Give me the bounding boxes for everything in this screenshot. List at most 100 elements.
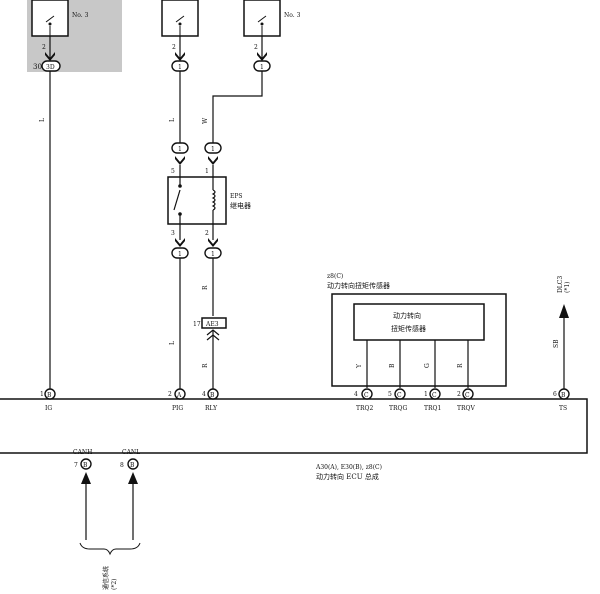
relay-conn-upper-left-label: 1 xyxy=(178,146,182,153)
ecu-pin-pig-num: 2 xyxy=(168,391,172,398)
ecu-pin-ig-letter: B xyxy=(47,392,52,399)
wire-label-W: W xyxy=(202,117,209,124)
relay-conn-upper-right xyxy=(204,142,222,154)
sensor-pin-trqg: 5 C TRQG xyxy=(388,388,407,412)
ecu-pin-ts-name: TS xyxy=(559,405,567,412)
ecu-pin-ts: 6 B TS xyxy=(553,388,570,412)
wire-label-B: B xyxy=(389,363,396,368)
relay-conn-upper-left xyxy=(171,142,189,154)
comm-line2: (*2) xyxy=(111,579,118,591)
ecu-pin-canl: CANL 8 B xyxy=(120,449,140,470)
ecu-pin-rly: 4 B RLY xyxy=(202,388,219,412)
relay-conn-lower-left-label: 1 xyxy=(178,251,182,258)
conn-3d xyxy=(41,60,61,72)
comm-line1: 通信系统 xyxy=(102,566,110,590)
relay-title-2: 继电器 xyxy=(230,201,251,210)
sensor-pin-trqg-num: 5 xyxy=(388,391,392,398)
arrow-up-icon xyxy=(559,304,569,318)
relay-coil-icon xyxy=(211,189,216,211)
sensor-pin-trq1: 1 C TRQ1 xyxy=(424,388,441,412)
ecu-pin-canh: CANH 7 B xyxy=(73,449,92,470)
ecu-box xyxy=(0,398,588,454)
sensor-pin-trqv: 2 C TRQV xyxy=(457,388,475,412)
ecu-pin-ig: 1 B IG xyxy=(40,388,56,412)
sensor-pin-trq1-name: TRQ1 xyxy=(424,405,441,412)
fuse-switch-right-dot xyxy=(260,22,264,26)
ecu-pin-pig-name: PIG xyxy=(172,405,183,412)
ecu-pin-ig-name: IG xyxy=(45,405,52,412)
relay-pin-2: 2 xyxy=(205,230,209,237)
wire-label-G: G xyxy=(424,363,431,368)
sensor-pin-trqg-name: TRQG xyxy=(389,405,407,412)
sensor-header-2: 动力转向扭矩传感器 xyxy=(327,281,390,290)
sensor-pin-trq2: 4 C TRQ2 xyxy=(354,388,373,412)
ecu-pin-ts-num: 6 xyxy=(553,391,557,398)
pin-2-right: 2 xyxy=(254,44,258,51)
chevron-icon xyxy=(175,156,185,165)
ecu-pin-rly-letter: B xyxy=(210,392,215,399)
ecu-pin-rly-name: RLY xyxy=(205,405,218,412)
relay-title-1: EPS xyxy=(230,193,243,200)
fuse-switch-right xyxy=(257,15,267,36)
ae3-num: 17 xyxy=(193,321,201,328)
ecu-pin-ig-num: 1 xyxy=(40,391,44,398)
ecu-pin-rly-num: 4 xyxy=(202,391,206,398)
wire-label-L1: L xyxy=(39,118,46,122)
ecu-pin-canl-letter: B xyxy=(130,462,135,469)
ecu-pin-pig-letter: A xyxy=(176,392,182,399)
chevron-icon xyxy=(175,238,185,247)
ecu-pin-canl-num: 8 xyxy=(120,462,124,469)
sensor-pin-trqv-num: 2 xyxy=(457,391,461,398)
relay-pin-5: 5 xyxy=(171,168,175,175)
relay-conn-upper-right-label: 1 xyxy=(211,146,215,153)
dlc3-line2: (*1) xyxy=(564,282,571,294)
dlc3-line1: DLC3 xyxy=(557,276,564,293)
wire-label-R3: R xyxy=(457,363,464,368)
wire-label-R1: R xyxy=(202,285,209,290)
ae3-connector xyxy=(201,317,227,329)
wire-label-SB: SB xyxy=(553,339,560,348)
chevron-icon xyxy=(45,52,55,61)
conn-3d-label: 3D xyxy=(46,64,55,71)
pin-2-left: 2 xyxy=(42,44,46,51)
ecu-pin-canh-letter: B xyxy=(83,462,88,469)
chevron-icon xyxy=(257,52,267,61)
chevron-icon xyxy=(208,238,218,247)
fuse-switch-mid xyxy=(175,15,185,36)
sensor-pin-trq1-num: 1 xyxy=(424,391,428,398)
ecu-caption-2: 动力转向 ECU 总成 xyxy=(316,472,379,481)
ecu-pin-canh-name: CANH xyxy=(73,449,92,456)
sensor-pin-trqg-letter: C xyxy=(397,392,402,399)
ecu-pin-canl-name: CANL xyxy=(122,449,140,456)
relay-pin-3: 3 xyxy=(171,230,175,237)
sensor-inner-2: 扭矩传感器 xyxy=(391,324,426,333)
chevron-icon xyxy=(208,156,218,165)
fuse-switch-left xyxy=(45,15,55,36)
wire-label-L3: L xyxy=(169,341,176,345)
chevron-icon xyxy=(175,52,185,61)
no3-left-label: No. 3 xyxy=(72,12,89,19)
ecu-pin-ts-letter: B xyxy=(561,392,566,399)
sensor-pin-trq2-letter: C xyxy=(364,392,369,399)
sensor-pin-trq2-name: TRQ2 xyxy=(356,405,373,412)
relay-conn-lower-right-label: 1 xyxy=(211,251,215,258)
ecu-caption-1: A30(A), E30(B), z8(C) xyxy=(315,464,382,471)
ae3-label: AE3 xyxy=(205,321,219,328)
sensor-header-1: z8(C) xyxy=(327,273,343,280)
eps-relay-box xyxy=(167,176,227,225)
relay-pin-1: 1 xyxy=(205,168,209,175)
pin-2-mid: 2 xyxy=(172,44,176,51)
wire-label-Y: Y xyxy=(356,363,363,369)
arrow-up-icon xyxy=(81,472,91,484)
fuse-switch-mid-dot xyxy=(178,22,182,26)
arrow-up-icon xyxy=(128,472,138,484)
torque-sensor-inner xyxy=(353,303,485,341)
sensor-pin-trq2-num: 4 xyxy=(354,391,358,398)
ecu-pin-canh-num: 7 xyxy=(74,462,78,469)
fuse-switch-left-dot xyxy=(48,22,52,26)
wire-label-L2: L xyxy=(169,118,176,122)
sensor-inner-1: 动力转向 xyxy=(393,311,421,320)
conn-1-mid-label: 1 xyxy=(178,64,182,71)
sensor-pin-trq1-letter: C xyxy=(432,392,437,399)
